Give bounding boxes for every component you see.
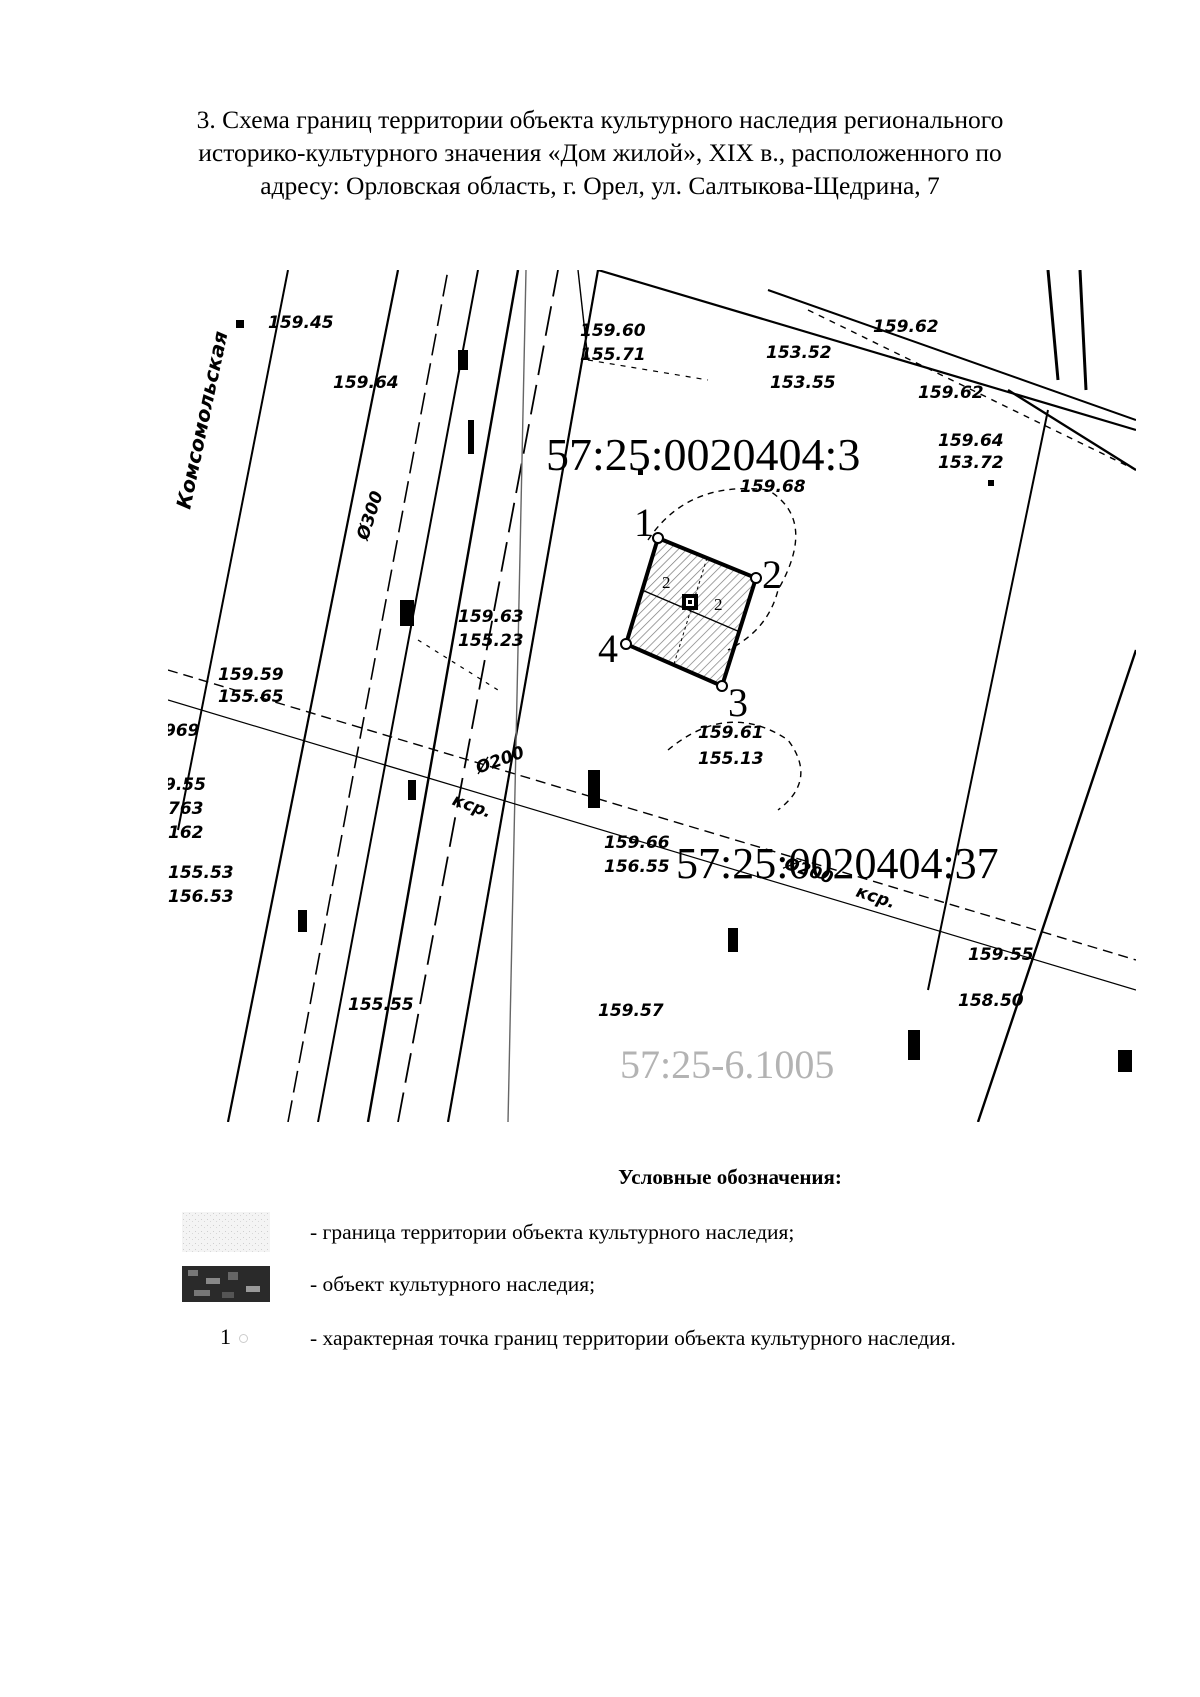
boundary-point-3	[716, 680, 728, 692]
boundary-point-4	[620, 638, 632, 650]
title-line-2: историко-культурного значения «Дом жилой…	[198, 138, 1002, 167]
elev-mark: 969	[168, 721, 200, 741]
title-line-1: 3. Схема границ территории объекта культ…	[196, 105, 1004, 134]
elev-mark: 159.55	[968, 945, 1034, 965]
elev-mark: 162	[168, 823, 204, 843]
point-dot-icon	[239, 1334, 248, 1344]
elev-mark: 153.52	[766, 343, 832, 363]
elev-mark: 156.55	[604, 857, 670, 877]
boundary-points: 1 2 3 4	[598, 500, 782, 725]
territory-boundary	[623, 535, 759, 689]
elev-mark: 159.59	[218, 665, 284, 685]
legend-item-object: - объект культурного наследия;	[182, 1264, 1142, 1304]
title-line-3: адресу: Орловская область, г. Орел, ул. …	[260, 171, 940, 200]
elev-mark: 159.66	[604, 833, 670, 853]
street-label: Комсомольская	[171, 329, 232, 511]
elevation-marks: 159.45 159.64 159.60 155.71 153.52 159.6…	[168, 313, 1034, 1021]
elev-mark: 159.62	[918, 383, 984, 403]
elev-mark: 159.45	[268, 313, 334, 333]
elev-mark: 158.50	[958, 991, 1024, 1011]
elev-mark: 763	[168, 799, 204, 819]
elev-mark: 159.68	[740, 477, 806, 497]
boundary-swatch	[182, 1212, 270, 1252]
elev-mark: Ø200	[472, 743, 527, 779]
elev-mark: кср.	[450, 790, 495, 823]
elev-mark: 159.64	[333, 373, 399, 393]
legend-item-point: 1 - характерная точка границ территории …	[182, 1318, 1142, 1358]
elev-mark: 159.57	[598, 1001, 664, 1021]
zone-label: 57:25-6.1005	[620, 1042, 834, 1087]
boundary-point-label: 2	[762, 552, 782, 597]
map-linework	[168, 270, 1136, 1122]
elev-mark: 159.63	[458, 607, 524, 627]
legend-title: Условные обозначения:	[618, 1165, 842, 1189]
document-title: 3. Схема границ территории объекта культ…	[150, 103, 1050, 202]
point-swatch: 1	[220, 1324, 248, 1350]
cadastral-map: 159.45 159.64 159.60 155.71 153.52 159.6…	[168, 270, 1136, 1122]
legend-text: - характерная точка границ территории об…	[310, 1326, 956, 1350]
boundary-point-1	[652, 532, 664, 544]
elev-mark: 159.62	[873, 317, 939, 337]
elev-mark: 155.53	[168, 863, 234, 883]
elev-mark: 155.55	[348, 995, 414, 1015]
elev-mark: 159.60	[580, 321, 646, 341]
boundary-point-label: 3	[728, 680, 748, 725]
point-swatch-label: 1	[220, 1324, 231, 1349]
elev-mark: 155.13	[698, 749, 764, 769]
elev-mark: 153.55	[770, 373, 836, 393]
elev-mark: Ø300	[353, 489, 388, 544]
heritage-territory: 2 2	[623, 535, 759, 689]
elev-mark: 155.23	[458, 631, 524, 651]
dimension-label: 2	[714, 595, 723, 614]
legend-text: - граница территории объекта культурного…	[310, 1220, 795, 1244]
map-specks	[236, 320, 1132, 1072]
elev-mark: 9.55	[168, 775, 206, 795]
legend-item-boundary: - граница территории объекта культурного…	[182, 1212, 1142, 1252]
elev-mark: 155.65	[218, 687, 284, 707]
boundary-point-label: 4	[598, 626, 618, 671]
boundary-point-label: 1	[634, 500, 654, 545]
map-canvas: 159.45 159.64 159.60 155.71 153.52 159.6…	[168, 270, 1136, 1122]
elev-mark: 156.53	[168, 887, 234, 907]
boundary-point-2	[750, 572, 762, 584]
elev-mark: 155.71	[580, 345, 646, 365]
elev-mark: 159.64	[938, 431, 1004, 451]
cadastral-label-quarter-main: 57:25:0020404:37	[676, 839, 999, 888]
elev-mark: 159.61	[698, 723, 764, 743]
elev-mark: 153.72	[938, 453, 1004, 473]
legend-text: - объект культурного наследия;	[310, 1272, 596, 1296]
cadastral-label-quarter-top: 57:25:0020404:3	[546, 429, 860, 480]
object-swatch	[182, 1266, 270, 1302]
dimension-label: 2	[662, 573, 671, 592]
